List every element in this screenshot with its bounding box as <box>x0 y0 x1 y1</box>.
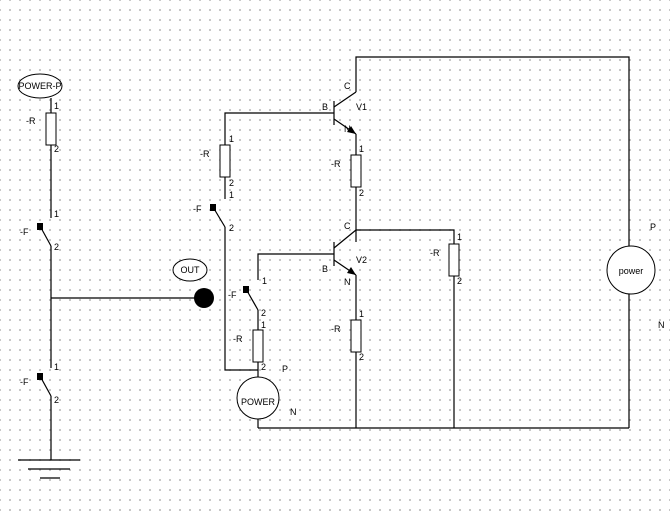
resistor-v1-emitter[interactable]: 1 2 -R <box>331 144 364 198</box>
pin-label: 2 <box>261 308 266 318</box>
switch-label: -F <box>228 290 237 300</box>
resistor-label: -R <box>331 159 341 169</box>
pin-label: B <box>322 102 328 112</box>
power-p-label: POWER-P <box>18 81 61 91</box>
pin-label: 1 <box>229 190 234 200</box>
pin-label: 1 <box>54 209 59 219</box>
switch-left-top[interactable]: 1 2 -F <box>20 209 59 252</box>
switch-label: -F <box>20 377 29 387</box>
resistor-v2-emitter[interactable]: 1 2 -R <box>331 309 364 362</box>
pin-label: 2 <box>54 242 59 252</box>
resistor-label: -R <box>331 324 341 334</box>
pin-label: C <box>344 81 351 91</box>
pin-label: 1 <box>262 276 267 286</box>
pin-label: 2 <box>229 223 234 233</box>
power-p-terminal[interactable]: POWER-P <box>17 73 63 99</box>
power-source[interactable]: POWER P N <box>236 364 297 420</box>
pin-label: 2 <box>54 144 59 154</box>
pin-label: 1 <box>54 101 59 111</box>
polarity-label: N <box>658 320 665 330</box>
pin-label: 2 <box>457 276 462 286</box>
resistor-left[interactable]: 1 2 -R <box>26 101 59 154</box>
pin-label: C <box>344 221 351 231</box>
wire-v1-base <box>224 112 334 145</box>
pin-label: 2 <box>359 352 364 362</box>
out-label: OUT <box>181 265 201 275</box>
switch-left-bottom[interactable]: 1 2 -F <box>20 362 59 405</box>
pin-label: N <box>344 124 351 134</box>
power-right-label: power <box>619 266 644 276</box>
wire-to-power <box>224 227 258 371</box>
resistor-label: -R <box>200 149 210 159</box>
power-label: POWER <box>241 397 276 407</box>
switch-label: -F <box>193 204 202 214</box>
switch-middle-top[interactable]: 1 2 -F <box>193 190 234 233</box>
resistor-v2-base[interactable]: 1 2 -R <box>233 320 266 372</box>
pin-label: 1 <box>229 134 234 144</box>
pin-label: 2 <box>54 395 59 405</box>
wire-v2-base <box>257 253 334 280</box>
pin-label: 1 <box>54 362 59 372</box>
pin-label: N <box>344 277 351 287</box>
resistor-label: -R <box>233 334 243 344</box>
pin-label: 1 <box>261 320 266 330</box>
polarity-label: P <box>650 222 656 232</box>
resistor-right[interactable]: 1 2 -R <box>430 232 462 286</box>
resistor-v1-base[interactable]: 1 2 -R <box>200 134 234 188</box>
out-terminal[interactable]: OUT <box>172 258 214 308</box>
resistor-label: -R <box>430 248 440 258</box>
resistor-label: -R <box>26 116 36 126</box>
wire-v1-collector <box>355 56 630 248</box>
pin-label: 2 <box>229 178 234 188</box>
wire-v2-collector <box>356 229 455 244</box>
switch-middle-bottom[interactable]: 1 2 -F <box>228 276 267 318</box>
polarity-label: N <box>290 407 297 417</box>
power-source-right[interactable]: power P N <box>606 222 665 330</box>
transistor-v2[interactable]: B C N V2 <box>322 221 367 287</box>
pin-label: 1 <box>359 309 364 319</box>
pin-label: 2 <box>359 188 364 198</box>
ground-symbol <box>18 459 80 479</box>
switch-label: -F <box>20 227 29 237</box>
pin-label: B <box>322 264 328 274</box>
pin-label: 1 <box>457 232 462 242</box>
pin-label: 2 <box>261 362 266 372</box>
transistor-v1[interactable]: B C N V1 <box>322 81 367 135</box>
transistor-label: V2 <box>356 255 367 265</box>
pin-label: 1 <box>359 144 364 154</box>
transistor-label: V1 <box>356 102 367 112</box>
polarity-label: P <box>282 364 288 374</box>
